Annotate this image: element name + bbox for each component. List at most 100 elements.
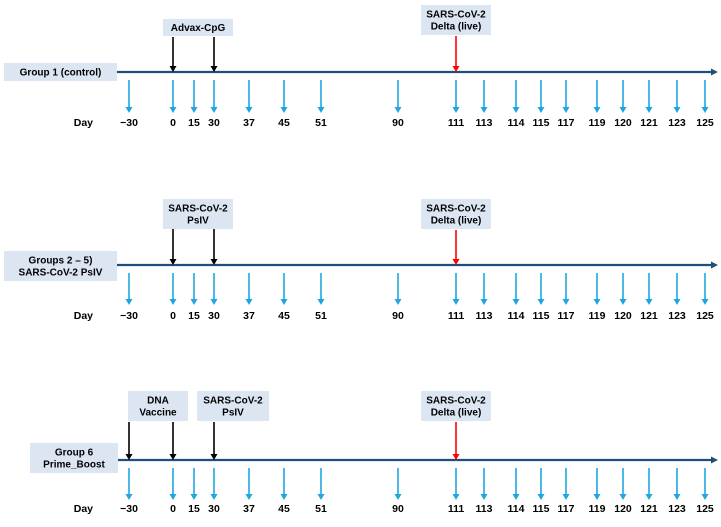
day-tick-label: 114 xyxy=(508,503,525,515)
vaccine-dose-label-text: SARS-CoV-2 xyxy=(203,396,263,407)
dose-arrow-icon xyxy=(125,422,133,460)
vaccine-dose-label: Advax-CpG xyxy=(163,19,233,36)
sampling-arrow-icon xyxy=(701,273,709,305)
group-name-label-text: Group 1 (control) xyxy=(20,68,102,79)
sampling-arrow-icon xyxy=(701,80,709,113)
day-tick-label: 123 xyxy=(668,310,686,322)
day-tick-label: 115 xyxy=(533,310,550,322)
day-tick-label: 115 xyxy=(533,117,550,129)
day-tick-label: 51 xyxy=(315,117,327,129)
vaccine-dose-label-text: Advax-CpG xyxy=(171,23,226,34)
sampling-arrow-icon xyxy=(537,468,545,500)
day-tick-label: 120 xyxy=(614,310,632,322)
day-tick-label: 121 xyxy=(640,117,658,129)
sampling-arrow-icon xyxy=(562,80,570,113)
sampling-arrow-icon xyxy=(701,468,709,500)
day-tick-label: 51 xyxy=(315,503,327,515)
sampling-arrow-icon xyxy=(245,468,253,500)
challenge-label-bg xyxy=(421,199,491,229)
day-tick-label: 0 xyxy=(170,503,176,515)
sampling-arrow-icon xyxy=(673,273,681,305)
sampling-arrow-icon xyxy=(593,273,601,305)
sampling-arrow-icon xyxy=(317,80,325,113)
timeline-arrowhead xyxy=(711,456,718,464)
day-tick-label: 37 xyxy=(243,117,255,129)
sampling-arrow-icon xyxy=(190,468,198,500)
day-tick-label: 90 xyxy=(392,503,404,515)
group-name-label-text: SARS-CoV-2 PsIV xyxy=(19,268,103,279)
sampling-arrow-icon xyxy=(190,80,198,113)
challenge-label-text: SARS-CoV-2 xyxy=(426,10,486,21)
day-axis-label: Day xyxy=(74,117,93,129)
vaccine-dose-label-text: PsIV xyxy=(187,216,209,227)
vaccine-dose-label-bg xyxy=(128,391,188,421)
day-tick-label: 113 xyxy=(476,310,493,322)
day-tick-label: 111 xyxy=(448,117,465,129)
sampling-arrow-icon xyxy=(593,468,601,500)
timeline-arrowhead xyxy=(711,68,718,76)
dose-arrow-icon xyxy=(169,37,177,72)
challenge-arrow-icon xyxy=(452,36,460,72)
day-tick-label: 37 xyxy=(243,503,255,515)
day-tick-label: 125 xyxy=(696,503,714,515)
day-tick-label: −30 xyxy=(120,503,138,515)
day-tick-label: 30 xyxy=(208,117,220,129)
day-tick-label: 113 xyxy=(476,117,493,129)
sampling-arrow-icon xyxy=(125,273,133,305)
sampling-arrow-icon xyxy=(480,80,488,113)
sampling-arrow-icon xyxy=(280,273,288,305)
day-axis-label: Day xyxy=(74,310,93,322)
day-tick-label: 0 xyxy=(170,117,176,129)
day-tick-label: 30 xyxy=(208,310,220,322)
sampling-arrow-icon xyxy=(480,468,488,500)
day-tick-label: 121 xyxy=(640,503,658,515)
dose-arrow-icon xyxy=(210,229,218,265)
challenge-label-text: SARS-CoV-2 xyxy=(426,204,486,215)
day-tick-label: 15 xyxy=(188,310,200,322)
group-name-label-text: Groups 2 – 5) xyxy=(29,256,93,267)
vaccine-dose-label-bg xyxy=(197,391,269,421)
day-tick-label: 119 xyxy=(589,117,606,129)
day-tick-label: 15 xyxy=(188,503,200,515)
dose-arrow-icon xyxy=(169,229,177,265)
day-axis-label: Day xyxy=(74,503,93,515)
sampling-arrow-icon xyxy=(245,273,253,305)
day-tick-label: 125 xyxy=(696,117,714,129)
group-name-label-bg xyxy=(4,251,117,281)
sampling-arrow-icon xyxy=(169,468,177,500)
group-name-label-bg xyxy=(4,63,117,81)
day-tick-label: 37 xyxy=(243,310,255,322)
day-tick-label: 117 xyxy=(558,310,575,322)
day-tick-label: 51 xyxy=(315,310,327,322)
group-name-label-bg xyxy=(30,443,118,473)
sampling-arrow-icon xyxy=(593,80,601,113)
day-tick-label: 114 xyxy=(508,117,525,129)
sampling-arrow-icon xyxy=(452,468,460,500)
sampling-arrow-icon xyxy=(673,80,681,113)
sampling-arrow-icon xyxy=(645,468,653,500)
day-tick-label: 30 xyxy=(208,503,220,515)
challenge-label-text: Delta (live) xyxy=(431,22,482,33)
sampling-arrow-icon xyxy=(169,273,177,305)
sampling-arrow-icon xyxy=(190,273,198,305)
sampling-arrow-icon xyxy=(280,468,288,500)
challenge-label-bg xyxy=(421,391,491,421)
timeline-arrowhead xyxy=(711,261,718,269)
vaccine-dose-label-text: Vaccine xyxy=(139,408,177,419)
sampling-arrow-icon xyxy=(169,80,177,113)
group-name-label-text: Prime_Boost xyxy=(43,460,105,471)
vaccine-dose-label-text: PsIV xyxy=(222,408,244,419)
day-tick-label: 111 xyxy=(448,503,465,515)
sampling-arrow-icon xyxy=(619,273,627,305)
challenge-arrow-icon xyxy=(452,230,460,265)
day-tick-label: 113 xyxy=(476,503,493,515)
day-tick-label: −30 xyxy=(120,117,138,129)
sampling-arrow-icon xyxy=(562,468,570,500)
sampling-arrow-icon xyxy=(210,468,218,500)
group-name-label-text: Group 6 xyxy=(55,448,94,459)
day-tick-label: 121 xyxy=(640,310,658,322)
